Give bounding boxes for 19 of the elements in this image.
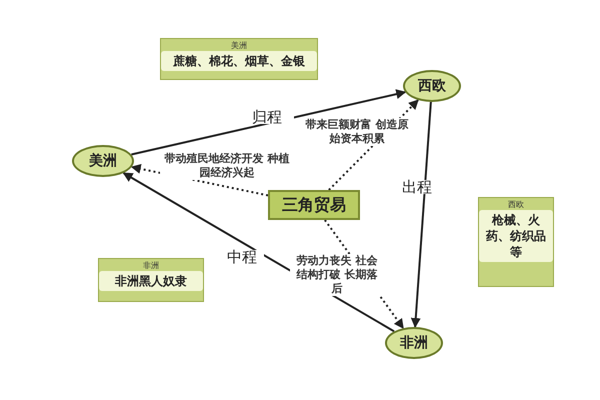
region-ellipse (385, 327, 443, 359)
note-text: 非洲黑人奴隶 (99, 271, 203, 291)
note-heading: 西欧 (508, 200, 524, 210)
arrow (131, 89, 406, 156)
arrow (410, 102, 432, 328)
region-ellipse (72, 145, 134, 177)
note-card (160, 38, 318, 80)
note-text: 枪械、火药、纺织品等 (479, 210, 553, 262)
node-label: 美洲 (89, 152, 117, 170)
center-box (268, 190, 360, 220)
note-heading: 非洲 (143, 261, 159, 271)
note-heading: 美洲 (231, 41, 247, 51)
node-label: 三角贸易 (282, 194, 346, 216)
note-card (478, 197, 554, 287)
node-label: 西欧 (418, 77, 446, 95)
note-text: 蔗糖、棉花、烟草、金银 (161, 51, 317, 71)
region-ellipse (403, 70, 461, 102)
note-card (98, 258, 204, 302)
node-label: 非洲 (400, 334, 428, 352)
